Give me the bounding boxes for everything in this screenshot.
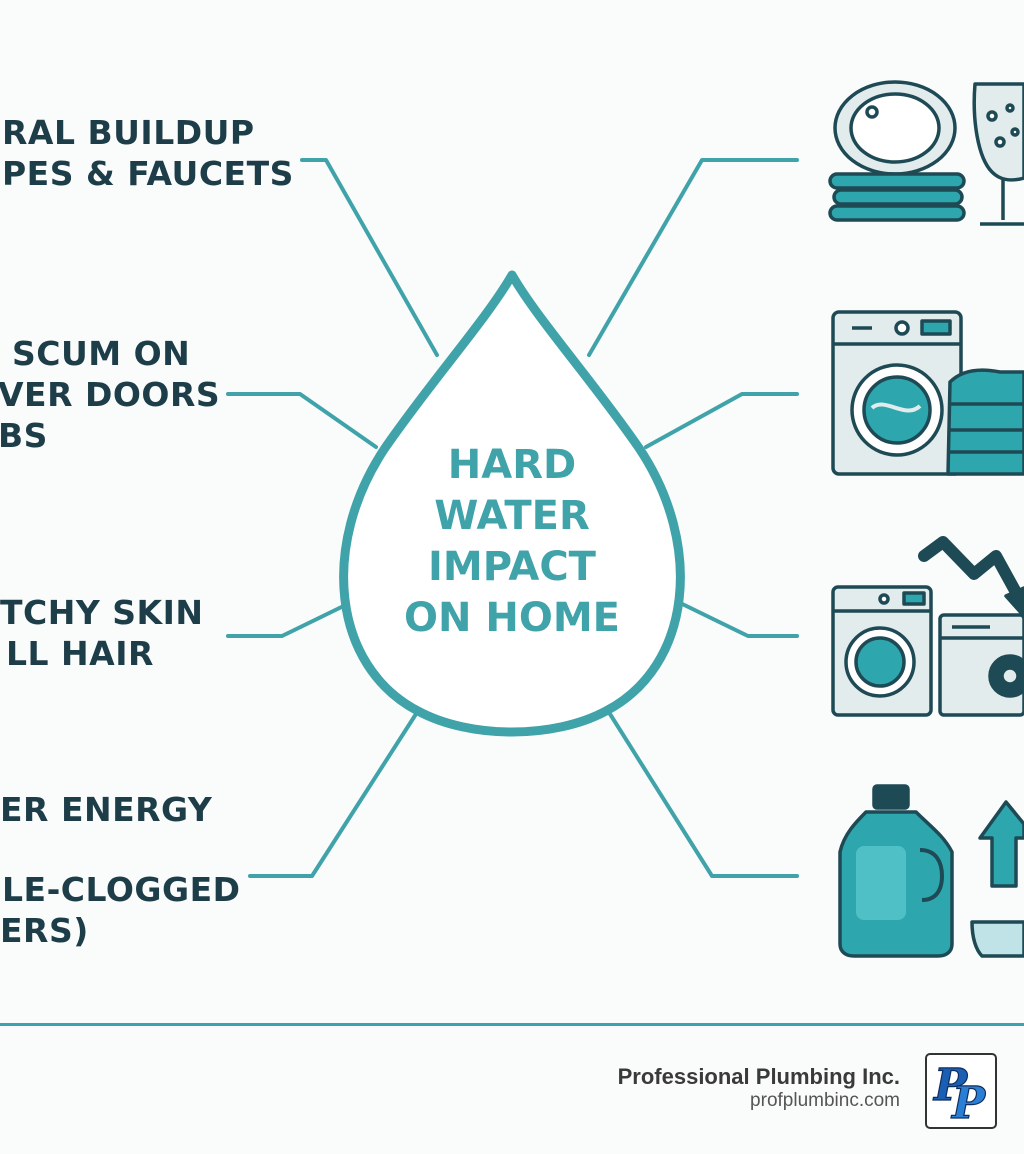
label-line: ER ENERGY	[0, 790, 213, 829]
connector-left-3	[226, 596, 362, 638]
connector-left-2	[226, 392, 378, 449]
label-line: BS	[0, 416, 48, 455]
center-title: HARD WATER IMPACT ON HOME	[362, 440, 662, 644]
label-line: RAL BUILDUP	[2, 113, 255, 152]
label-line: ERS)	[0, 911, 89, 950]
connector-left-1	[300, 158, 439, 357]
water-drop-icon	[339, 270, 685, 737]
connector-right-3	[668, 596, 799, 638]
detergent-increase-icon	[838, 784, 1024, 958]
dishes-glass-icon	[828, 80, 1024, 226]
label-line: VER DOORS	[0, 375, 221, 414]
washer-laundry-icon	[831, 310, 1024, 476]
label-energy: ER ENERGY LE-CLOGGED ERS)	[0, 789, 241, 951]
label-line: LE-CLOGGED	[2, 870, 241, 909]
connector-right-1	[587, 158, 799, 357]
footer-divider	[0, 1023, 1024, 1026]
label-line: LL HAIR	[6, 634, 154, 673]
connectors	[226, 158, 799, 878]
svg-text:P: P	[950, 1078, 987, 1129]
label-itchy-skin: TCHY SKIN LL HAIR	[0, 592, 203, 674]
label-line: TCHY SKIN	[0, 593, 204, 632]
connector-right-4	[608, 712, 799, 878]
label-mineral-buildup: RAL BUILDUP PES & FAUCETS	[0, 112, 294, 194]
label-line: SCUM ON	[12, 334, 191, 373]
center-title-line: ON HOME	[403, 595, 620, 641]
center-title-line: IMPACT	[428, 544, 596, 590]
label-soap-scum: SCUM ON VER DOORS BS	[0, 333, 220, 456]
center-title-line: HARD	[447, 442, 577, 488]
company-url[interactable]: profplumbinc.com	[750, 1090, 900, 1111]
connector-left-4	[248, 712, 418, 878]
appliance-decline-icon	[831, 536, 1024, 717]
connector-right-2	[644, 392, 799, 449]
pp-logo-icon: P P	[925, 1053, 997, 1130]
center-title-line: WATER	[434, 493, 590, 539]
svg-text:P: P	[932, 1060, 969, 1111]
label-line: PES & FAUCETS	[2, 154, 294, 193]
company-name: Professional Plumbing Inc.	[617, 1064, 900, 1089]
